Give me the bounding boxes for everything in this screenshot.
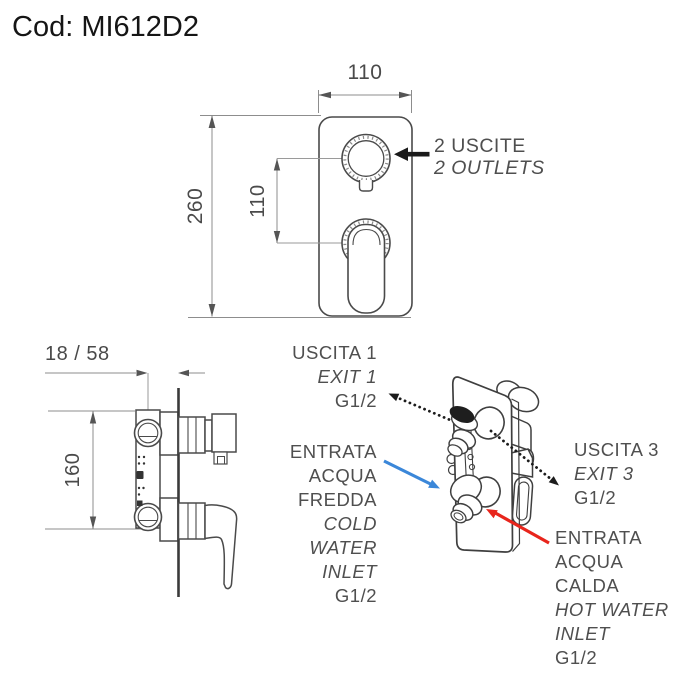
dim-arrow xyxy=(136,369,148,377)
side-depth-dim: 18 / 58 xyxy=(45,343,110,365)
exit3-label: USCITA 3 EXIT 3 G1/2 xyxy=(574,438,659,510)
lever-blade-profile xyxy=(204,504,238,590)
front-width-dim: 110 xyxy=(347,61,383,84)
hot-thread: G1/2 xyxy=(555,647,598,668)
dim-ext-lines-width xyxy=(318,90,412,113)
diverter-tab xyxy=(358,180,374,192)
exit3-arrowhead xyxy=(548,476,559,486)
hot-port-inner xyxy=(453,512,464,521)
exit3-line-en: EXIT 3 xyxy=(574,463,634,484)
lower-sleeve xyxy=(159,497,179,542)
handle-base-3d xyxy=(510,448,534,478)
knob-neck xyxy=(204,419,213,452)
cold-inlet-label: ENTRATA ACQUA FREDDA COLD WATER INLET G1… xyxy=(257,440,377,608)
exit1-line-en: EXIT 1 xyxy=(317,366,377,387)
dim-arrow xyxy=(178,369,189,377)
exit3-dotted-arrow xyxy=(489,429,553,481)
front-centers-dim: 110 xyxy=(247,184,269,218)
upper-sleeve xyxy=(159,411,179,456)
cold-line-4: COLD xyxy=(323,513,377,534)
cold-water-arrow xyxy=(383,459,440,489)
knob-rings xyxy=(187,417,197,453)
cold-line-6: INLET xyxy=(322,561,377,582)
body-markings xyxy=(136,455,146,506)
diverter-knurl xyxy=(343,135,389,182)
exit1-port xyxy=(449,406,475,423)
exit1-label: USCITA 1 EXIT 1 G1/2 xyxy=(257,341,377,413)
outlets-arrow xyxy=(394,147,430,161)
side-height-dim: 160 xyxy=(62,452,84,488)
exit3-line-it: USCITA 3 xyxy=(574,439,659,460)
hot-line-2: ACQUA xyxy=(555,551,624,572)
hot-line-5: INLET xyxy=(555,623,610,644)
knob-tab-notch xyxy=(217,456,225,465)
top-fitting-lobe xyxy=(473,406,505,440)
plate-thickness xyxy=(511,398,521,552)
handle-3d-inner xyxy=(515,481,530,521)
product-code: Cod: MI612D2 xyxy=(12,11,199,43)
dim-arrow xyxy=(208,304,216,317)
lever-base-profile xyxy=(177,502,206,540)
exit1-dotted-arrow xyxy=(395,396,451,421)
exit1-arrowhead xyxy=(388,393,400,402)
cold-line-3: FREDDA xyxy=(297,489,377,510)
dim-arrow xyxy=(89,411,97,424)
outlets-label-it: 2 USCITE xyxy=(434,135,526,157)
exit1-thread: G1/2 xyxy=(334,390,377,411)
hot-line-1: ENTRATA xyxy=(555,527,643,548)
exit1-line-it: USCITA 1 xyxy=(292,342,377,363)
body-strip-3d xyxy=(510,414,532,453)
cold-port-opening xyxy=(447,444,463,457)
lever-handle-front xyxy=(347,223,386,314)
side-view-drawing xyxy=(45,369,238,597)
spine-detail xyxy=(468,463,476,471)
cold-line-5: WATER xyxy=(309,537,377,558)
front-height-dim: 260 xyxy=(184,187,207,225)
outlets-label-en: 2 OUTLETS xyxy=(434,157,545,179)
front-view-drawing xyxy=(188,90,430,318)
dim-arrow xyxy=(318,91,331,99)
knob-cap-profile xyxy=(211,413,237,453)
knob-tab-profile xyxy=(213,451,228,465)
dim-arrow xyxy=(399,91,412,99)
dim-arrow xyxy=(208,115,216,128)
perspective-view-drawing xyxy=(383,376,559,553)
hot-line-4: HOT WATER xyxy=(555,599,669,620)
lower-port-inner xyxy=(137,506,159,528)
cold-thread: G1/2 xyxy=(334,585,377,606)
upper-port-inner xyxy=(137,422,159,444)
dim-arrow xyxy=(89,516,97,529)
knob-3d xyxy=(507,386,540,413)
exit3-thread: G1/2 xyxy=(574,487,617,508)
diverter-face xyxy=(347,140,385,177)
hot-line-3: CALDA xyxy=(555,575,620,596)
dim-arrow xyxy=(273,158,281,171)
hot-inlet-label: ENTRATA ACQUA CALDA HOT WATER INLET G1/2 xyxy=(555,526,669,670)
hot-water-arrow xyxy=(486,509,550,545)
plate-3d xyxy=(451,376,514,553)
lever-inner-line xyxy=(352,228,381,246)
cold-line-1: ENTRATA xyxy=(289,441,377,462)
lever-rings xyxy=(187,503,197,539)
handle-3d xyxy=(511,476,534,526)
dim-arrow xyxy=(273,231,281,243)
spine-detail xyxy=(467,453,474,461)
knob-base-profile xyxy=(177,416,206,454)
cold-line-2: ACQUA xyxy=(308,465,377,486)
